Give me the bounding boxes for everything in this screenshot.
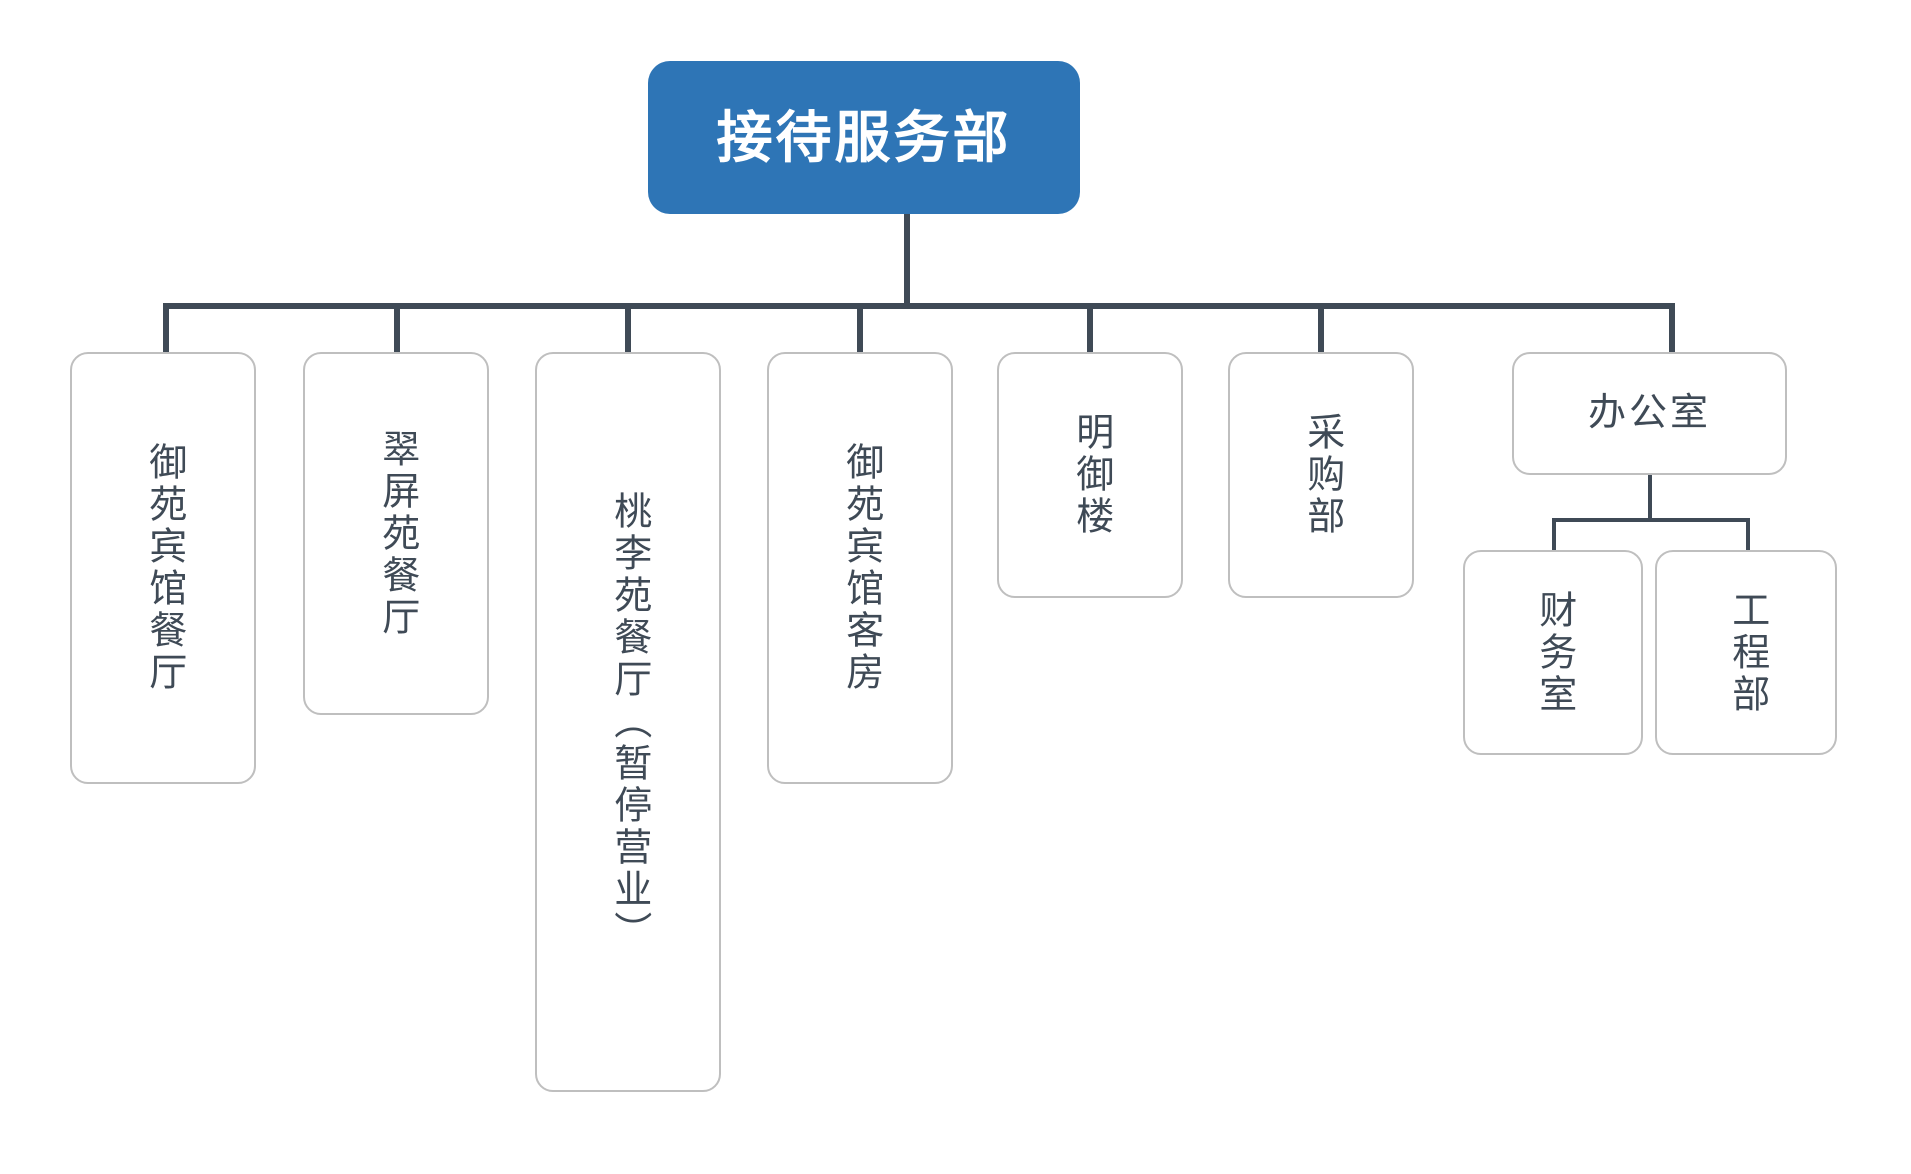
connector-drop-2: [394, 303, 400, 352]
connector-drop-3: [625, 303, 631, 352]
org-node-2-label: 翠屏苑餐厅: [375, 428, 418, 639]
org-node-yuyuan-binguan-kefang[interactable]: 御苑宾馆客房: [767, 352, 953, 784]
org-node-caiwushi[interactable]: 财务室: [1463, 550, 1643, 755]
connector-bangongshi-stem: [1648, 475, 1652, 520]
connector-drop-4: [857, 303, 863, 352]
org-node-caigoubu[interactable]: 采购部: [1228, 352, 1414, 598]
connector-drop-5: [1087, 303, 1093, 352]
connector-root-stem: [904, 214, 910, 309]
org-node-4-label: 御苑宾馆客房: [839, 442, 882, 694]
org-node-yuyuan-binguan-canting[interactable]: 御苑宾馆餐厅: [70, 352, 256, 784]
org-node-bangongshi[interactable]: 办公室: [1512, 352, 1787, 475]
org-node-mingyulou[interactable]: 明御楼: [997, 352, 1183, 598]
connector-drop-1: [163, 303, 169, 352]
org-node-taoliyuan-canting[interactable]: 桃李苑餐厅（暂停营业）: [535, 352, 721, 1092]
org-node-7a-label: 财务室: [1532, 589, 1575, 716]
connector-drop-7b: [1746, 518, 1750, 550]
org-node-root-label: 接待服务部: [716, 105, 1012, 169]
org-node-7b-label: 工程部: [1725, 589, 1768, 716]
org-node-cuipingyuan-canting[interactable]: 翠屏苑餐厅: [303, 352, 489, 715]
org-node-3-label: 桃李苑餐厅（暂停营业）: [607, 491, 650, 953]
org-node-7-label: 办公室: [1587, 391, 1711, 434]
connector-drop-6: [1318, 303, 1324, 352]
connector-horizontal-bus: [163, 303, 1675, 309]
org-node-5-label: 明御楼: [1069, 412, 1112, 538]
org-node-1-label: 御苑宾馆餐厅: [142, 442, 185, 694]
connector-bangongshi-bus: [1552, 518, 1750, 522]
org-node-gongchengbu[interactable]: 工程部: [1655, 550, 1837, 755]
connector-drop-7a: [1552, 518, 1556, 550]
org-node-root[interactable]: 接待服务部: [648, 61, 1080, 214]
org-node-6-label: 采购部: [1300, 412, 1343, 538]
connector-drop-7: [1669, 303, 1675, 352]
